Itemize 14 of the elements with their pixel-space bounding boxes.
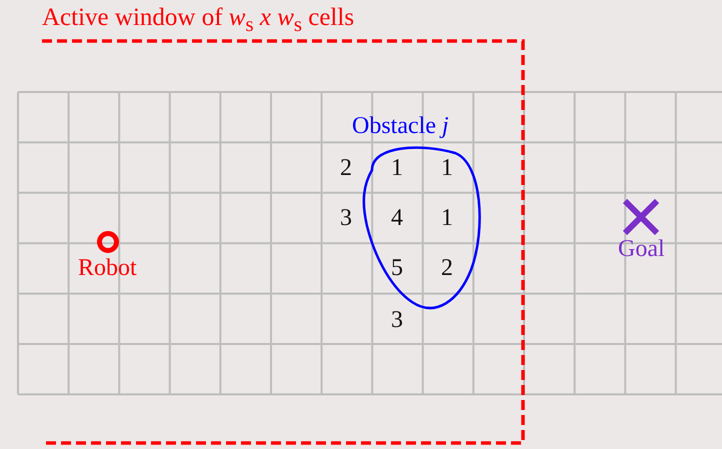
cell-value: 3 (340, 205, 352, 231)
cell-value: 1 (441, 155, 453, 181)
cell-value: 5 (391, 255, 403, 281)
obstacle-label: Obstacle j (352, 112, 449, 140)
diagram-title: Active window of w$_{s}$ x w$_{s}$ cells (42, 3, 354, 38)
cell-value: 3 (391, 307, 403, 333)
goal-label: Goal (618, 235, 665, 263)
cell-value: 1 (391, 155, 403, 181)
cell-value: 2 (441, 255, 453, 281)
obstacle-outline (362, 146, 481, 310)
cell-value: 4 (391, 205, 403, 231)
robot-label: Robot (78, 254, 137, 282)
cell-value: 1 (441, 205, 453, 231)
cell-value: 2 (340, 155, 352, 181)
